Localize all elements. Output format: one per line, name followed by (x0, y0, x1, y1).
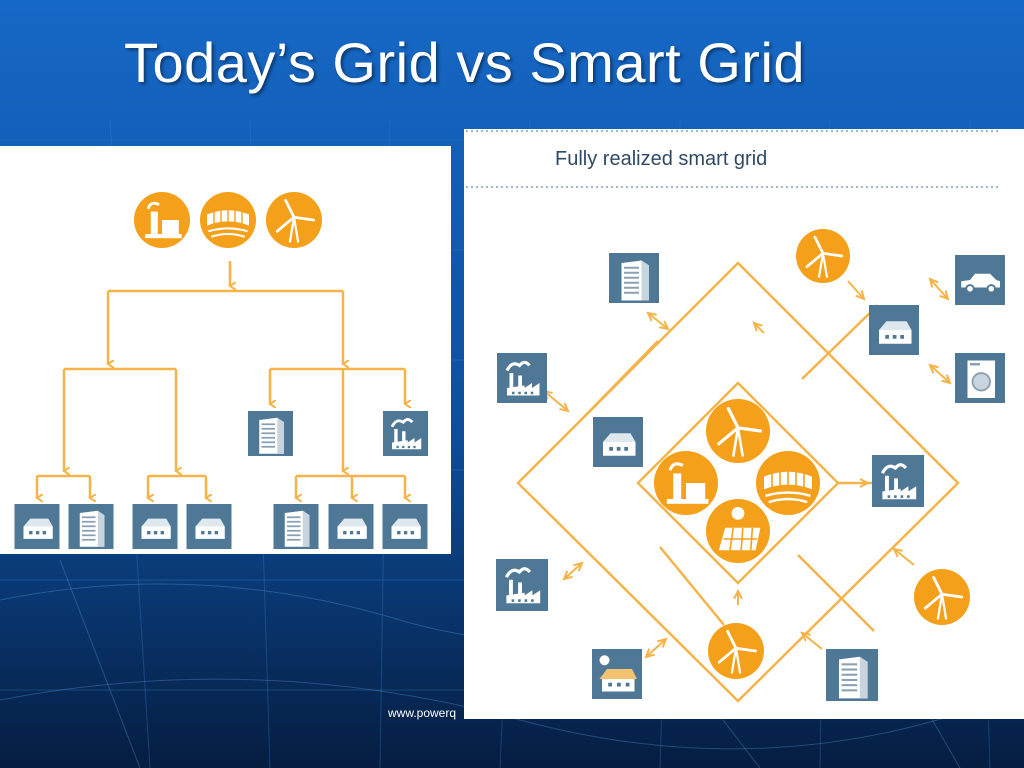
todays-grid-panel (0, 146, 451, 554)
hydro-dam-icon (200, 192, 256, 248)
center-sources (654, 399, 820, 563)
smart-grid-arrows (544, 279, 950, 657)
hydro-dam-icon (756, 451, 820, 515)
wind-turbine-icon (914, 569, 970, 625)
end-consumers (14, 504, 428, 549)
smart-grid-title: Fully realized smart grid (555, 148, 768, 170)
office-building-icon (826, 649, 878, 701)
smart-grid-panel (464, 129, 1024, 719)
dotted-separators (466, 130, 999, 188)
house-icon (132, 504, 178, 549)
office-building-icon (68, 504, 114, 549)
wind-turbine-icon (796, 229, 850, 283)
factory-icon (872, 455, 924, 507)
wind-turbine-icon (706, 399, 770, 463)
office-building-icon (248, 411, 293, 456)
house-icon (382, 504, 428, 549)
house-icon (328, 504, 374, 549)
power-plant-icon (654, 451, 718, 515)
smart-grid-lines (516, 261, 960, 703)
house-icon (186, 504, 232, 549)
office-building-icon (273, 504, 319, 549)
todays-grid-lines (37, 261, 405, 498)
wind-turbine-icon (266, 192, 322, 248)
house-icon (869, 305, 919, 355)
house-icon (14, 504, 60, 549)
todays-grid-diagram (14, 192, 428, 549)
office-building-icon (609, 253, 659, 303)
factory-icon (496, 353, 548, 403)
solar-house-icon (592, 649, 642, 699)
outer-nodes (496, 229, 1006, 701)
washing-machine-icon (954, 353, 1006, 403)
smart-grid-diagram (466, 130, 1006, 703)
house-icon (593, 417, 643, 467)
factory-icon (496, 559, 548, 611)
middle-consumers (248, 411, 428, 456)
generation-sources (134, 192, 322, 248)
solar-panel-icon (706, 499, 770, 563)
slide-title: Today’s Grid vs Smart Grid (124, 31, 806, 94)
car-icon (954, 255, 1006, 305)
factory-icon (383, 411, 428, 456)
wind-turbine-icon (708, 623, 764, 679)
footer-url: www.powerq (388, 706, 457, 720)
power-plant-icon (134, 192, 190, 248)
